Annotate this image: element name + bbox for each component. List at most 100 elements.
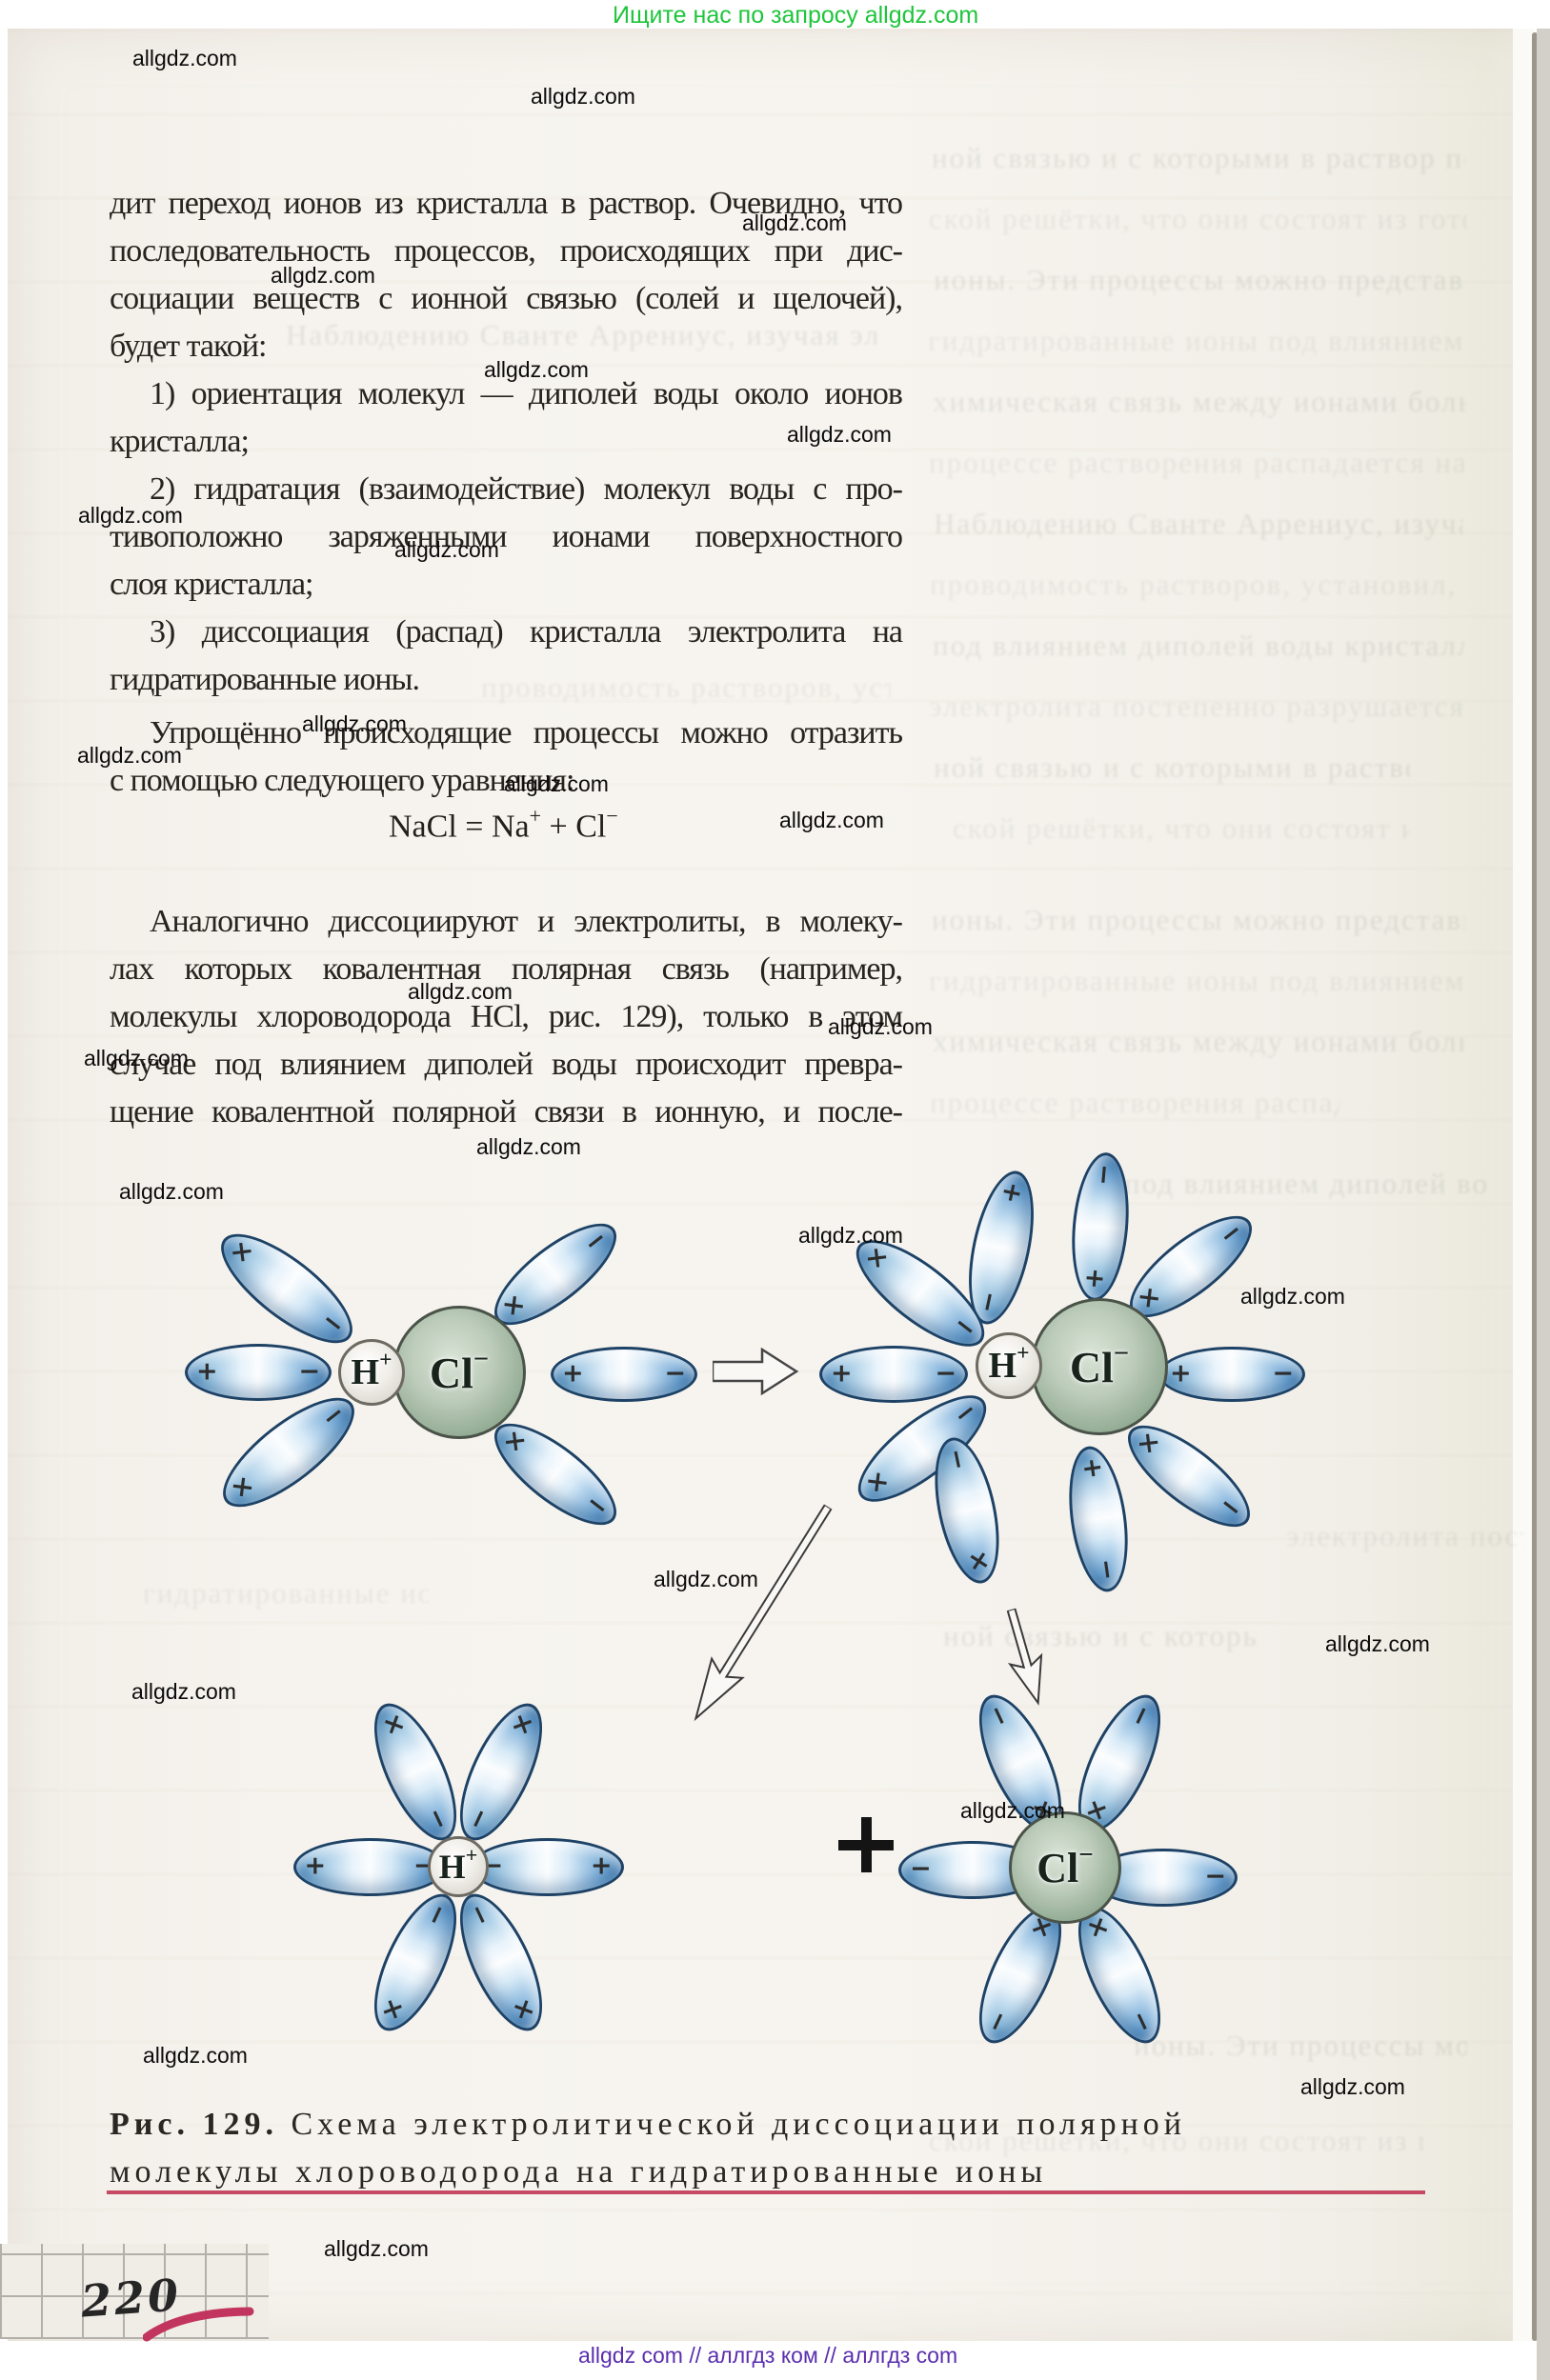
body-line: гидратированные ионы. bbox=[110, 662, 420, 697]
body-line: молекулы хлороводорода HCl, рис. 129), т… bbox=[110, 999, 903, 1034]
dipole-charge-mark: + bbox=[995, 1179, 1029, 1207]
bleed-through-text: ской решётки, что они состоят из готовых bbox=[929, 202, 1467, 235]
body-line: дит переход ионов из кристалла в раствор… bbox=[110, 186, 903, 221]
dipole-charge-mark: − bbox=[418, 1898, 454, 1930]
bleed-through-text: ской решётки, что они состоят из готовых bbox=[929, 2124, 1424, 2157]
dipole-charge-mark: + bbox=[1076, 1455, 1109, 1482]
dipole-charge-mark: + bbox=[196, 1356, 218, 1387]
figure-caption-line1: Рис. 129. Схема электролитической диссоц… bbox=[110, 2107, 1186, 2143]
grid-paper bbox=[0, 2244, 269, 2339]
scan-margin bbox=[1537, 29, 1550, 2380]
dipole-charge-mark: + bbox=[1170, 1358, 1192, 1389]
body-line: тивоположно заряженными ионами поверхнос… bbox=[110, 519, 903, 554]
dipole-charge-mark: + bbox=[1078, 1266, 1111, 1290]
body-line: лах которых ковалентная полярная связь (… bbox=[110, 951, 903, 987]
watermark: allgdz.com bbox=[798, 1223, 903, 1248]
bleed-through-text: ной связью и с которыми в раствор перехо… bbox=[934, 750, 1410, 784]
ion-label: H+ bbox=[351, 1348, 393, 1392]
promo-header: Ищите нас по запросу allgdz.com bbox=[613, 2, 979, 29]
body-line: Упрощённо происходящие процессы можно от… bbox=[150, 715, 903, 750]
bleed-through-text: ионы. Эти процессы можно представить в в… bbox=[934, 263, 1465, 296]
watermark: allgdz.com bbox=[1240, 1284, 1345, 1309]
bleed-through-text: гидратированные ионы под влиянием воды bbox=[928, 324, 1469, 357]
dipole-charge-mark: + bbox=[831, 1358, 853, 1389]
water-dipole: +− bbox=[551, 1347, 697, 1402]
dipole-charge-mark: × bbox=[495, 1287, 532, 1324]
hydrogen-ion: H+ bbox=[976, 1332, 1042, 1399]
page-edge-line bbox=[1532, 32, 1538, 2341]
watermark: allgdz.com bbox=[119, 1179, 224, 1204]
bleed-through-text: гидратированные ионы под влиянием воды bbox=[929, 964, 1464, 997]
dipole-charge-mark: + bbox=[590, 1850, 613, 1881]
watermark: allgdz.com bbox=[787, 422, 892, 447]
superscript-plus: + bbox=[529, 804, 542, 828]
page-edge-highlight bbox=[1513, 29, 1534, 2341]
ion-label: Cl− bbox=[1037, 1839, 1094, 1891]
bleed-through-text: Наблюдению Сванте Аррениус, изучая элект… bbox=[934, 507, 1463, 540]
watermark: allgdz.com bbox=[77, 743, 182, 768]
watermark: allgdz.com bbox=[779, 808, 884, 832]
bleed-through-text: химическая связь между ионами больше, че… bbox=[933, 1025, 1464, 1058]
body-line: 1) ориентация молекул — диполей воды око… bbox=[150, 376, 903, 411]
water-dipole: +− bbox=[1158, 1347, 1305, 1402]
body-line: будет такой: bbox=[110, 329, 267, 364]
dipole-charge-mark: × bbox=[376, 1708, 413, 1740]
bleed-through-text: Наблюдению Сванте Аррениус, изучая элект… bbox=[286, 318, 876, 351]
red-swoosh bbox=[143, 2307, 254, 2342]
watermark: allgdz.com bbox=[302, 711, 407, 736]
caption-number: Рис. 129. bbox=[110, 2107, 278, 2142]
dipole-charge-mark: − bbox=[1204, 1861, 1226, 1891]
bleed-through-text: ной связью и с которыми в раствор перехо… bbox=[943, 1619, 1258, 1652]
chloride-ion: Cl− bbox=[1031, 1298, 1168, 1435]
dipole-charge-mark: − bbox=[947, 1308, 983, 1346]
bleed-through-text: под влиянием диполей воды кристалл bbox=[933, 629, 1464, 662]
dipole-charge-mark: × bbox=[859, 1463, 896, 1501]
watermark: allgdz.com bbox=[408, 979, 513, 1004]
watermark: allgdz.com bbox=[742, 210, 847, 235]
dipole-charge-mark: − bbox=[1213, 1215, 1249, 1252]
watermark: allgdz.com bbox=[1300, 2074, 1405, 2099]
dipole-charge-mark: − bbox=[315, 1305, 352, 1342]
equation-base: NaCl = Na bbox=[389, 809, 530, 845]
water-dipole: −+ bbox=[470, 1837, 624, 1896]
watermark: allgdz.com bbox=[960, 1798, 1065, 1823]
caption-text: Схема электролитической диссоциации поля… bbox=[277, 2107, 1186, 2142]
bleed-through-text: проводимость растворов, установил, что bbox=[930, 568, 1465, 601]
dipole-charge-mark: + bbox=[562, 1358, 584, 1389]
dipole-charge-mark: − bbox=[1122, 1699, 1158, 1731]
dipole-charge-mark: − bbox=[935, 1358, 956, 1389]
body-line: социации веществ с ионной связью (солей … bbox=[110, 281, 903, 316]
dipole-charge-mark: × bbox=[504, 1708, 540, 1740]
bleed-through-text: процессе растворения распадается на ионы bbox=[929, 446, 1468, 479]
chloride-ion: Cl− bbox=[393, 1306, 526, 1439]
body-line: Аналогично диссоциируют и электролиты, в… bbox=[150, 904, 903, 939]
body-line: 2) гидратация (взаимодействие) молекул в… bbox=[150, 471, 903, 507]
watermark: allgdz.com bbox=[324, 2236, 429, 2261]
body-line: с помощью следующего уравнения: bbox=[110, 763, 574, 798]
watermark: allgdz.com bbox=[84, 1046, 189, 1070]
body-line: слоя кристалла; bbox=[110, 567, 314, 602]
watermark: allgdz.com bbox=[132, 46, 237, 70]
bleed-through-text: гидратированные ионы под влиянием воды bbox=[143, 1576, 429, 1610]
footer-text: allgdz com // аллгдз ком // аллгдз com bbox=[578, 2343, 958, 2368]
dipole-charge-mark: − bbox=[1090, 1556, 1123, 1583]
watermark: allgdz.com bbox=[143, 2043, 248, 2068]
page-background bbox=[8, 29, 1532, 2341]
arrow-right-icon bbox=[713, 1348, 799, 1395]
arrow-down-left-icon bbox=[694, 1503, 833, 1722]
dipole-charge-mark: × bbox=[373, 1992, 411, 2025]
equation-base: + Cl bbox=[541, 809, 607, 845]
watermark: allgdz.com bbox=[531, 84, 635, 109]
dipole-charge-mark: − bbox=[298, 1356, 320, 1387]
dipole-charge-mark: × bbox=[962, 1547, 996, 1575]
arrow-down-icon bbox=[1006, 1607, 1043, 1706]
bleed-through-text: проводимость растворов, установил, что bbox=[481, 670, 891, 704]
dipole-charge-mark: − bbox=[420, 1802, 457, 1834]
bleed-through-text: под влиянием диполей воды кристалл bbox=[1124, 1167, 1486, 1200]
bleed-through-text: электролита постепенно разрушается bbox=[1286, 1519, 1524, 1552]
dipole-charge-mark: − bbox=[459, 1802, 496, 1834]
watermark: allgdz.com bbox=[131, 1679, 236, 1704]
dipole-charge-mark: − bbox=[1124, 2005, 1161, 2037]
dipole-charge-mark: − bbox=[1272, 1358, 1294, 1389]
dipole-charge-mark: − bbox=[910, 1853, 932, 1884]
